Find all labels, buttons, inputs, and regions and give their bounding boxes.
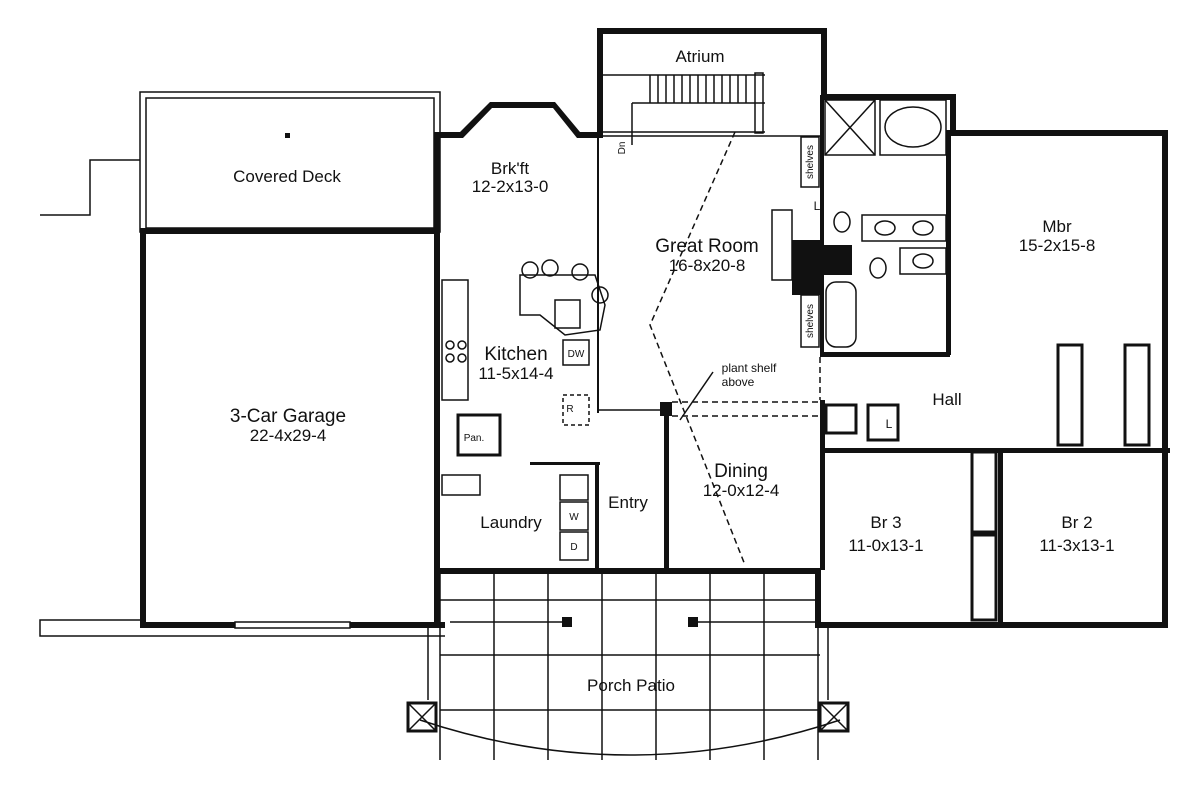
porch-patio <box>406 574 850 760</box>
label-kitchen-size: 11-5x14-4 <box>478 364 553 383</box>
label-brkft-size: 12-2x13-0 <box>472 177 549 196</box>
label-great-room: Great Room <box>655 236 758 257</box>
label-pantry: Pan. <box>464 433 485 444</box>
label-mbr-size: 15-2x15-8 <box>1019 236 1096 255</box>
label-garage-size: 22-4x29-4 <box>250 426 327 445</box>
label-porch-patio: Porch Patio <box>587 676 675 695</box>
label-plant-shelf: plant shelf <box>722 361 777 375</box>
label-great-room-size: 16-8x20-8 <box>669 256 746 275</box>
label-linen-2: L <box>886 417 893 431</box>
bath-fixtures <box>771 99 947 348</box>
label-hall: Hall <box>932 390 961 409</box>
label-dryer: D <box>570 542 577 553</box>
stairs <box>603 72 765 145</box>
label-br3: Br 3 <box>870 513 901 532</box>
label-covered-deck: Covered Deck <box>233 167 341 186</box>
label-laundry: Laundry <box>480 513 542 532</box>
label-mbr: Mbr <box>1042 217 1072 236</box>
label-kitchen: Kitchen <box>484 344 547 365</box>
kitchen-fixtures <box>441 259 609 572</box>
label-shelves-bottom: shelves <box>805 304 816 338</box>
closets <box>824 343 1151 622</box>
garage <box>39 228 445 637</box>
label-entry: Entry <box>608 493 648 512</box>
label-shelves-top: shelves <box>805 145 816 179</box>
label-linen-1: L <box>814 199 821 213</box>
label-dining-size: 12-0x12-4 <box>703 481 780 500</box>
label-stairs-dn: Dn <box>617 142 628 155</box>
label-dishwasher: DW <box>568 349 585 360</box>
label-plant-shelf-above: above <box>722 375 755 389</box>
label-garage: 3-Car Garage <box>230 406 346 427</box>
ceiling-line <box>649 131 746 566</box>
label-washer: W <box>569 512 579 523</box>
label-br2: Br 2 <box>1061 513 1092 532</box>
label-atrium: Atrium <box>675 47 724 66</box>
label-br2-size: 11-3x13-1 <box>1039 536 1114 555</box>
label-dining: Dining <box>714 461 768 482</box>
label-refrigerator: R <box>566 404 573 415</box>
label-br3-size: 11-0x13-1 <box>848 536 923 555</box>
covered-deck <box>40 91 441 233</box>
label-brkft: Brk'ft <box>491 159 529 178</box>
